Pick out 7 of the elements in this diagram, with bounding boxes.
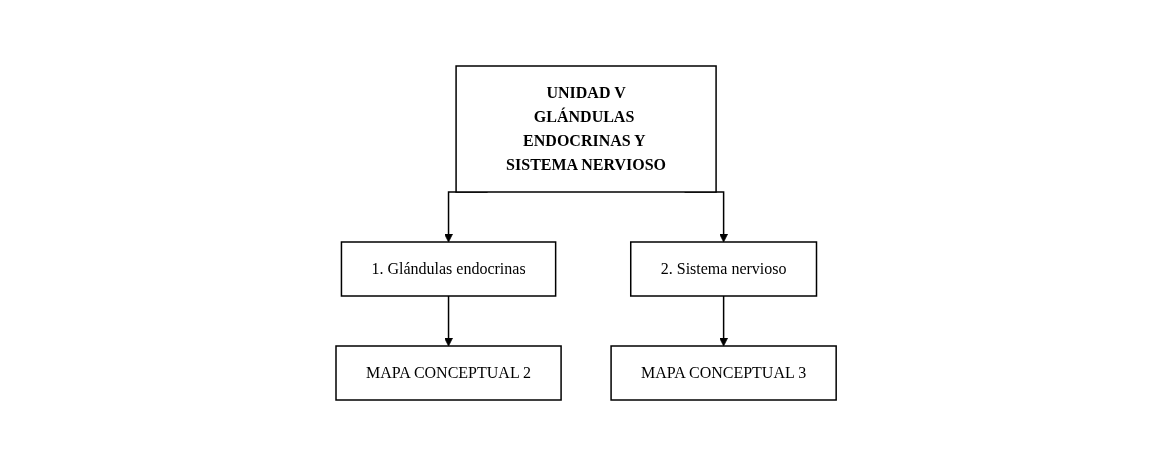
- node-box: MAPA CONCEPTUAL 2: [335, 345, 562, 401]
- node-box: 1. Glándulas endocrinas: [340, 241, 557, 297]
- node-box: 2. Sistema nervioso: [629, 241, 818, 297]
- node-box: MAPA CONCEPTUAL 3: [610, 345, 837, 401]
- node-box: UNIDAD V GLÁNDULAS ENDOCRINAS Y SISTEMA NERVIOSO: [455, 65, 717, 193]
- arrow: [719, 295, 728, 347]
- arrow: [444, 295, 453, 347]
